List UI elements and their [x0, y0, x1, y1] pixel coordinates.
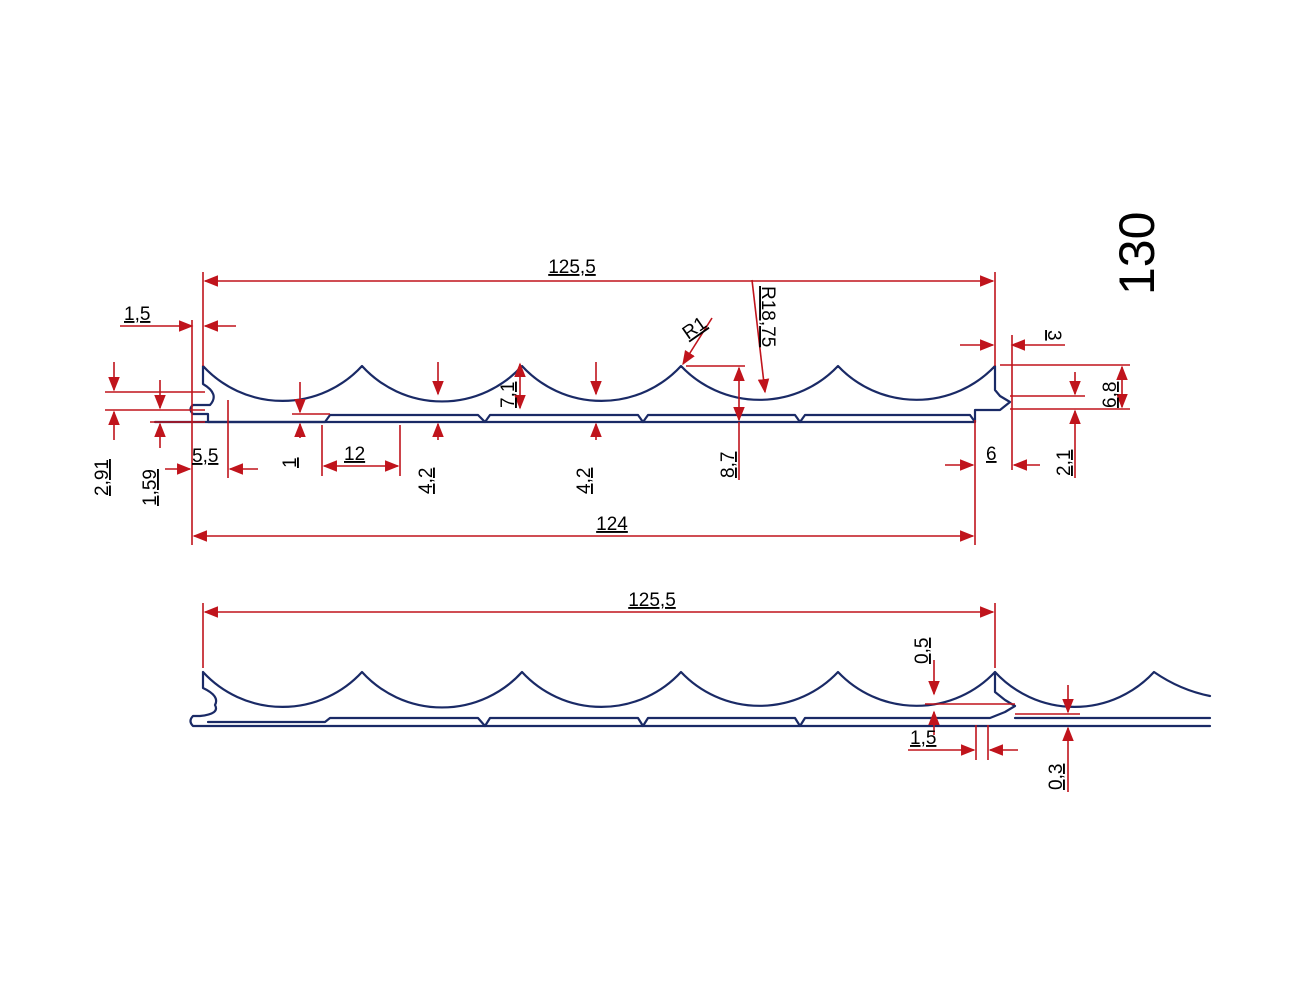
- label-left-edge-offset: 1,5: [124, 304, 150, 325]
- label-min-thickness-2: 4,2: [574, 468, 595, 494]
- label-joint-gap-horizontal: 1,5: [910, 728, 936, 749]
- label-joint-clearance-vertical: 0,5: [912, 638, 933, 664]
- bottom-profile-second-panel: [206, 670, 1212, 728]
- label-joint-clearance-bottom: 0,3: [1046, 764, 1067, 790]
- label-tongue-thickness: 1,59: [140, 469, 161, 506]
- label-groove-depth: 1: [280, 457, 301, 468]
- label-tongue-height: 2,91: [92, 459, 113, 496]
- bottom-profile-view: [189, 670, 1212, 728]
- label-crest-height: 7,1: [498, 382, 519, 408]
- label-groove-width: 12: [344, 444, 365, 465]
- label-total-thickness: 8,7: [718, 452, 739, 478]
- bottom-dimension-labels: 125,5 0,5 1,5 0,3: [628, 590, 1067, 790]
- bottom-profile-outline: [189, 670, 1212, 728]
- top-profile-outline: [189, 364, 1012, 424]
- label-fillet-radius: R1: [679, 313, 711, 344]
- top-profile-view: [153, 364, 1012, 424]
- label-right-edge-offset: 3: [1043, 330, 1064, 341]
- label-overall-width-top: 125,5: [548, 257, 596, 278]
- label-overall-width-bottom: 125,5: [628, 590, 676, 611]
- label-right-step-height: 6,8: [1100, 382, 1121, 408]
- label-base-width: 124: [596, 514, 628, 535]
- label-right-notch-width: 6: [986, 444, 997, 465]
- profile-size-label: 130: [1109, 212, 1165, 295]
- label-tongue-length: 5,5: [192, 446, 218, 467]
- label-right-notch-height: 2,1: [1054, 450, 1075, 476]
- bottom-dimensions: [202, 603, 1080, 792]
- top-dimensions: [105, 272, 1130, 545]
- label-arc-radius: R18,75: [757, 286, 778, 347]
- top-dimension-labels: 125,5 124 1,5 3 R1 R18,75 2,91 1,59 5,5 …: [92, 257, 1121, 535]
- label-min-thickness-1: 4,2: [416, 468, 437, 494]
